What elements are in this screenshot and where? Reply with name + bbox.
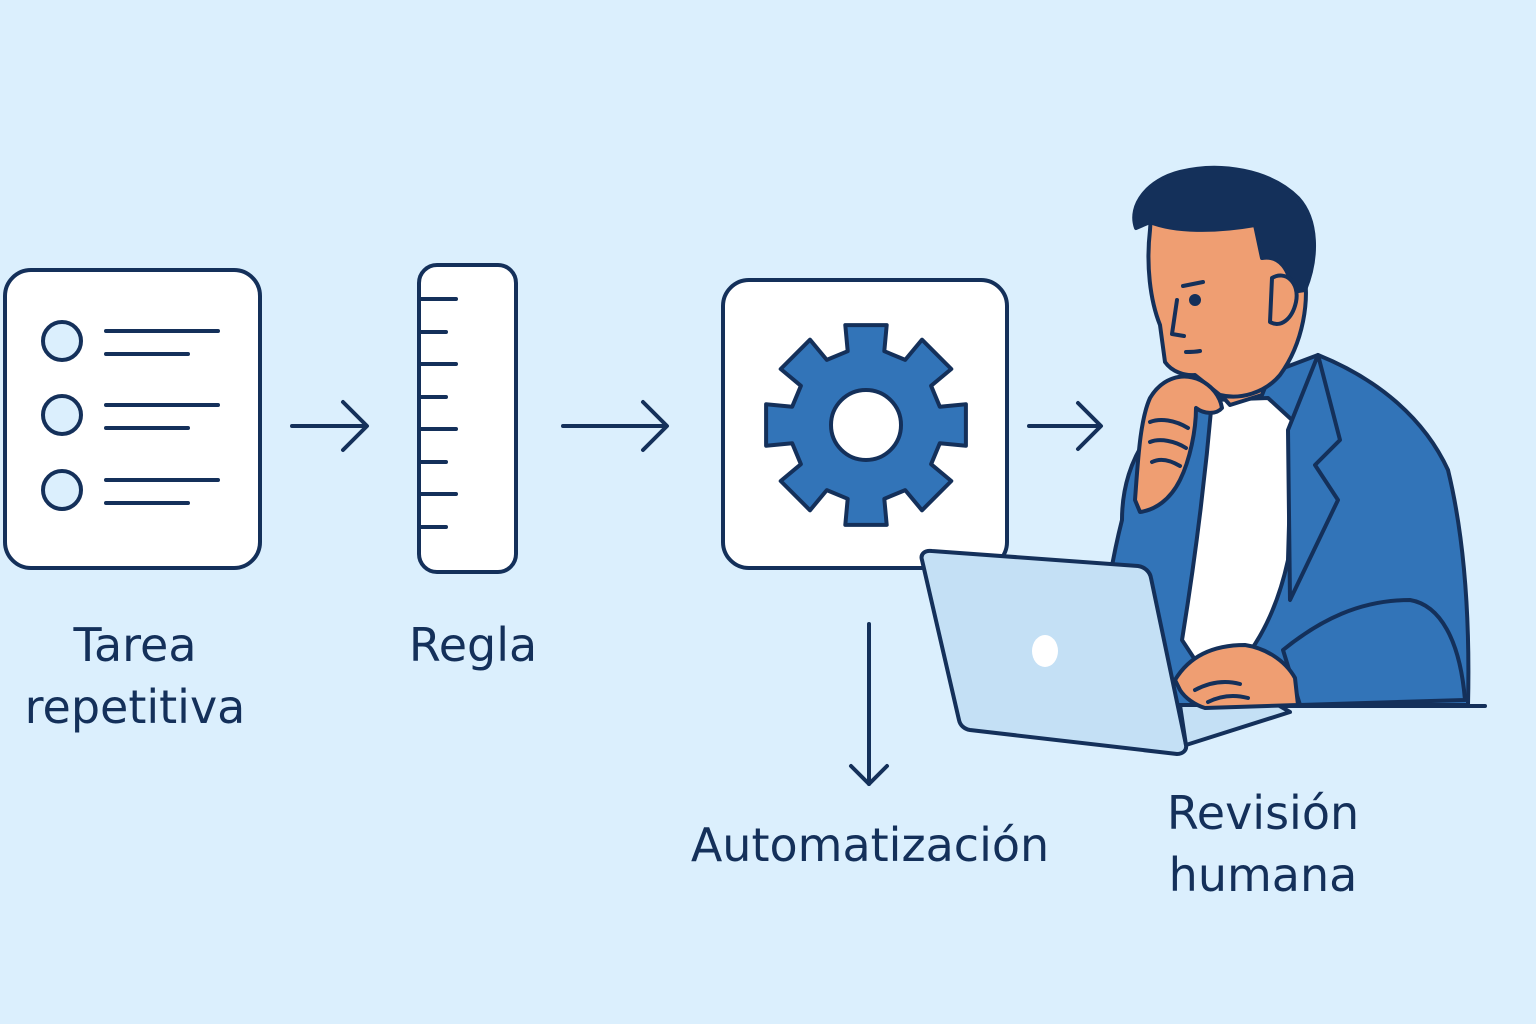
arrow-right-icon <box>1027 401 1103 451</box>
gear-icon <box>721 278 1009 570</box>
ruler-icon <box>417 263 518 574</box>
person-laptop-illustration <box>919 165 1487 756</box>
step-label-line: repetitiva <box>24 680 246 734</box>
arrow-right-icon <box>290 400 369 452</box>
step-label-line: Automatización <box>690 818 1050 872</box>
arrow-right-icon <box>561 400 669 452</box>
step-label-line: Tarea <box>73 618 197 672</box>
step-label-line: humana <box>1168 848 1358 902</box>
step-label-revision-humana: Revisión humana <box>1148 782 1378 906</box>
step-label-automatizacion: Automatización <box>660 814 1080 876</box>
step-label-line: Revisión <box>1166 786 1360 840</box>
arrow-down-icon <box>849 622 889 786</box>
checklist-icon <box>3 268 262 570</box>
step-label-tarea-repetitiva: Tarea repetitiva <box>15 614 255 738</box>
step-label-regla: Regla <box>388 614 558 676</box>
step-label-line: Regla <box>408 618 538 672</box>
